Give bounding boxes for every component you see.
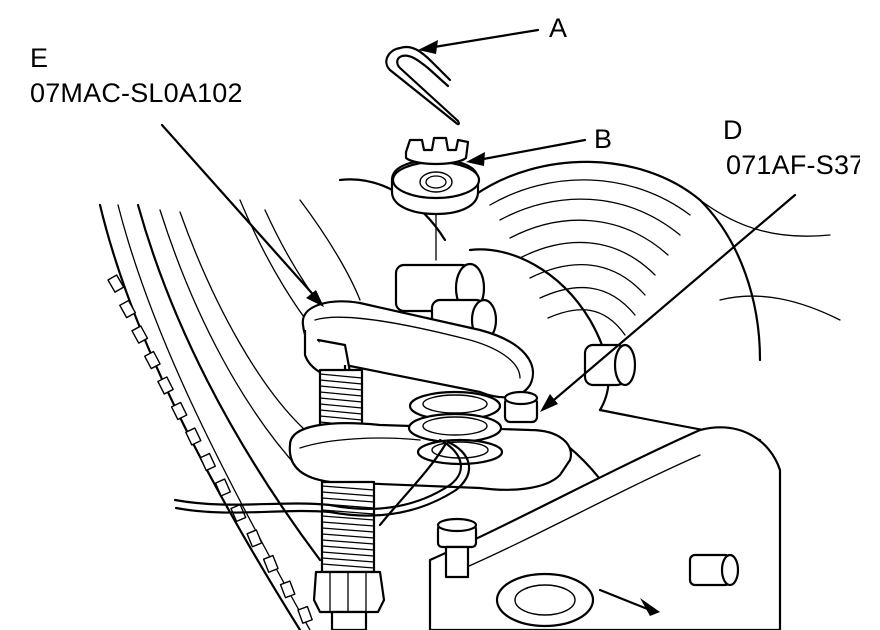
rotor-vane [199,452,217,472]
callout-b-letter: B [594,124,613,154]
thread-line [319,385,363,391]
thread-line [321,515,375,521]
rubber-boot [473,160,841,362]
part-a-cotter-pin [385,45,460,126]
callout-d-part-number: 071AF-S37 [726,152,860,179]
thread-line [321,533,375,539]
rotor-vane [157,376,174,395]
thread-line [319,409,363,415]
callout-e-part-number: 07MAC-SL0A102 [30,78,243,108]
rotor-vane [279,580,296,599]
rotor-vane [214,478,231,497]
thread-line [321,521,375,527]
tool-d [503,390,539,424]
callout-leaders [160,28,797,412]
thread-line [319,397,363,403]
thread-line [319,415,363,421]
rotor-vane [262,554,279,573]
thread-line [321,509,375,515]
callout-e-letter: E [30,43,49,73]
thread-line [321,485,375,491]
rotor-vane [297,605,313,624]
rotor-vane [119,299,137,319]
thread-line [321,557,375,563]
callout-d-letter: D [723,115,743,145]
thread-line [319,391,363,397]
thread-line [321,545,375,551]
rotor-vane [246,529,263,548]
thread-line [319,379,363,385]
thread-line [319,373,363,379]
thread-line [321,491,375,497]
thread-line [319,403,363,409]
rotor-vane [107,274,125,293]
rotor-vane [185,427,202,446]
lower-control-arm [428,426,782,630]
rotor-vane [131,325,149,344]
thread-line [321,551,375,557]
rotor-vane [143,350,161,370]
part-b-castle-nut [390,136,481,261]
thread-line [321,497,375,503]
brake-rotor [98,199,351,630]
callout-a-letter: A [549,13,568,43]
rotor-vanes [107,274,313,624]
spring [407,390,504,466]
thread-line [321,539,375,545]
thread-line [321,527,375,533]
safety-wire [173,438,471,527]
thread-line [321,563,375,569]
tool-e-ball-joint-remover [288,300,573,630]
rotor-vane [170,401,188,421]
